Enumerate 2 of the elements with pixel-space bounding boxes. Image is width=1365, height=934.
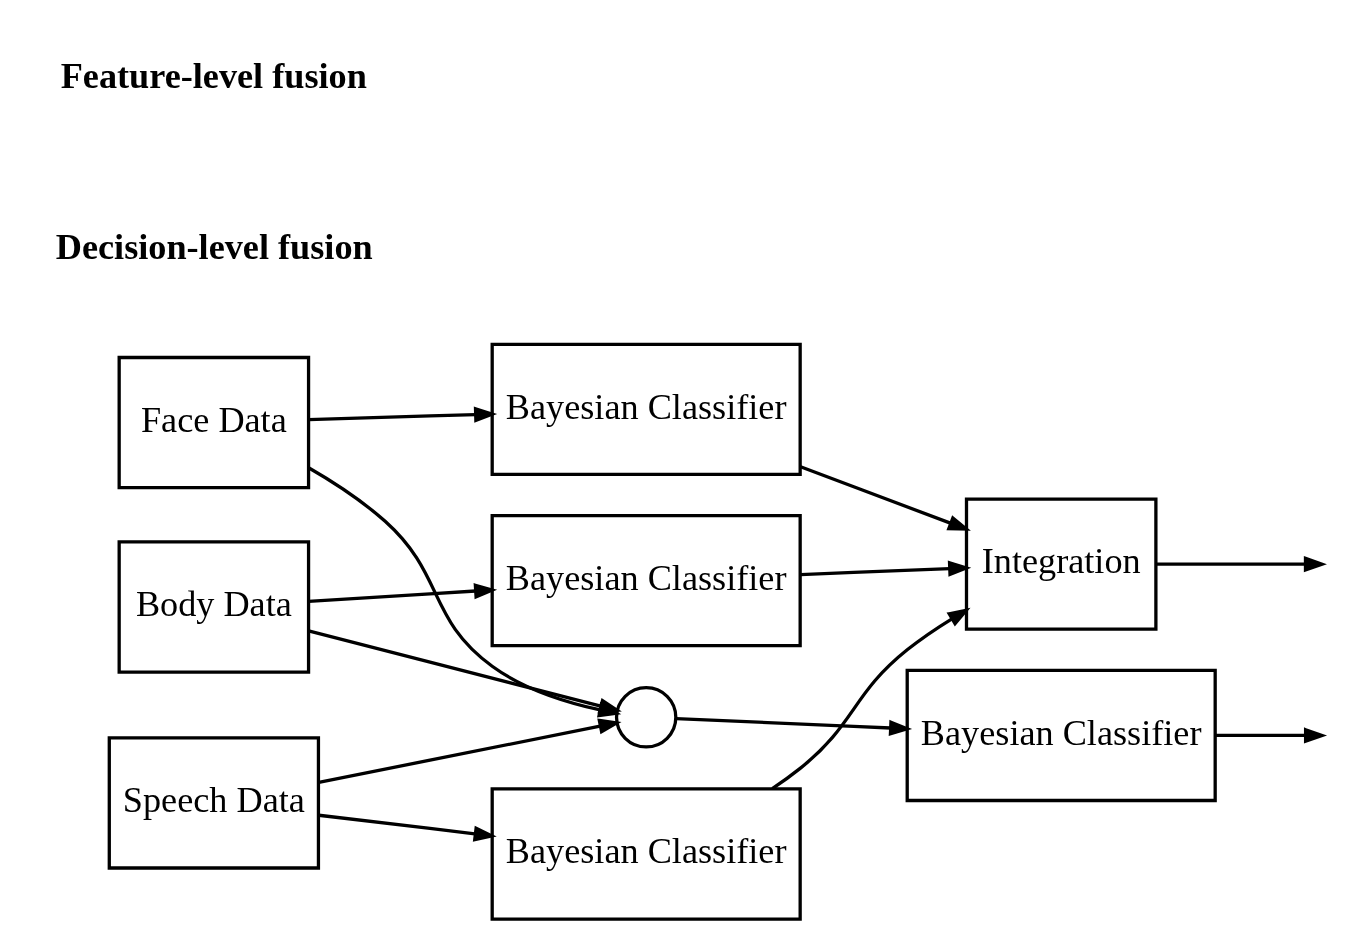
label: Feature-level fusion bbox=[60, 55, 367, 96]
label: Decision-level fusion bbox=[55, 226, 373, 267]
